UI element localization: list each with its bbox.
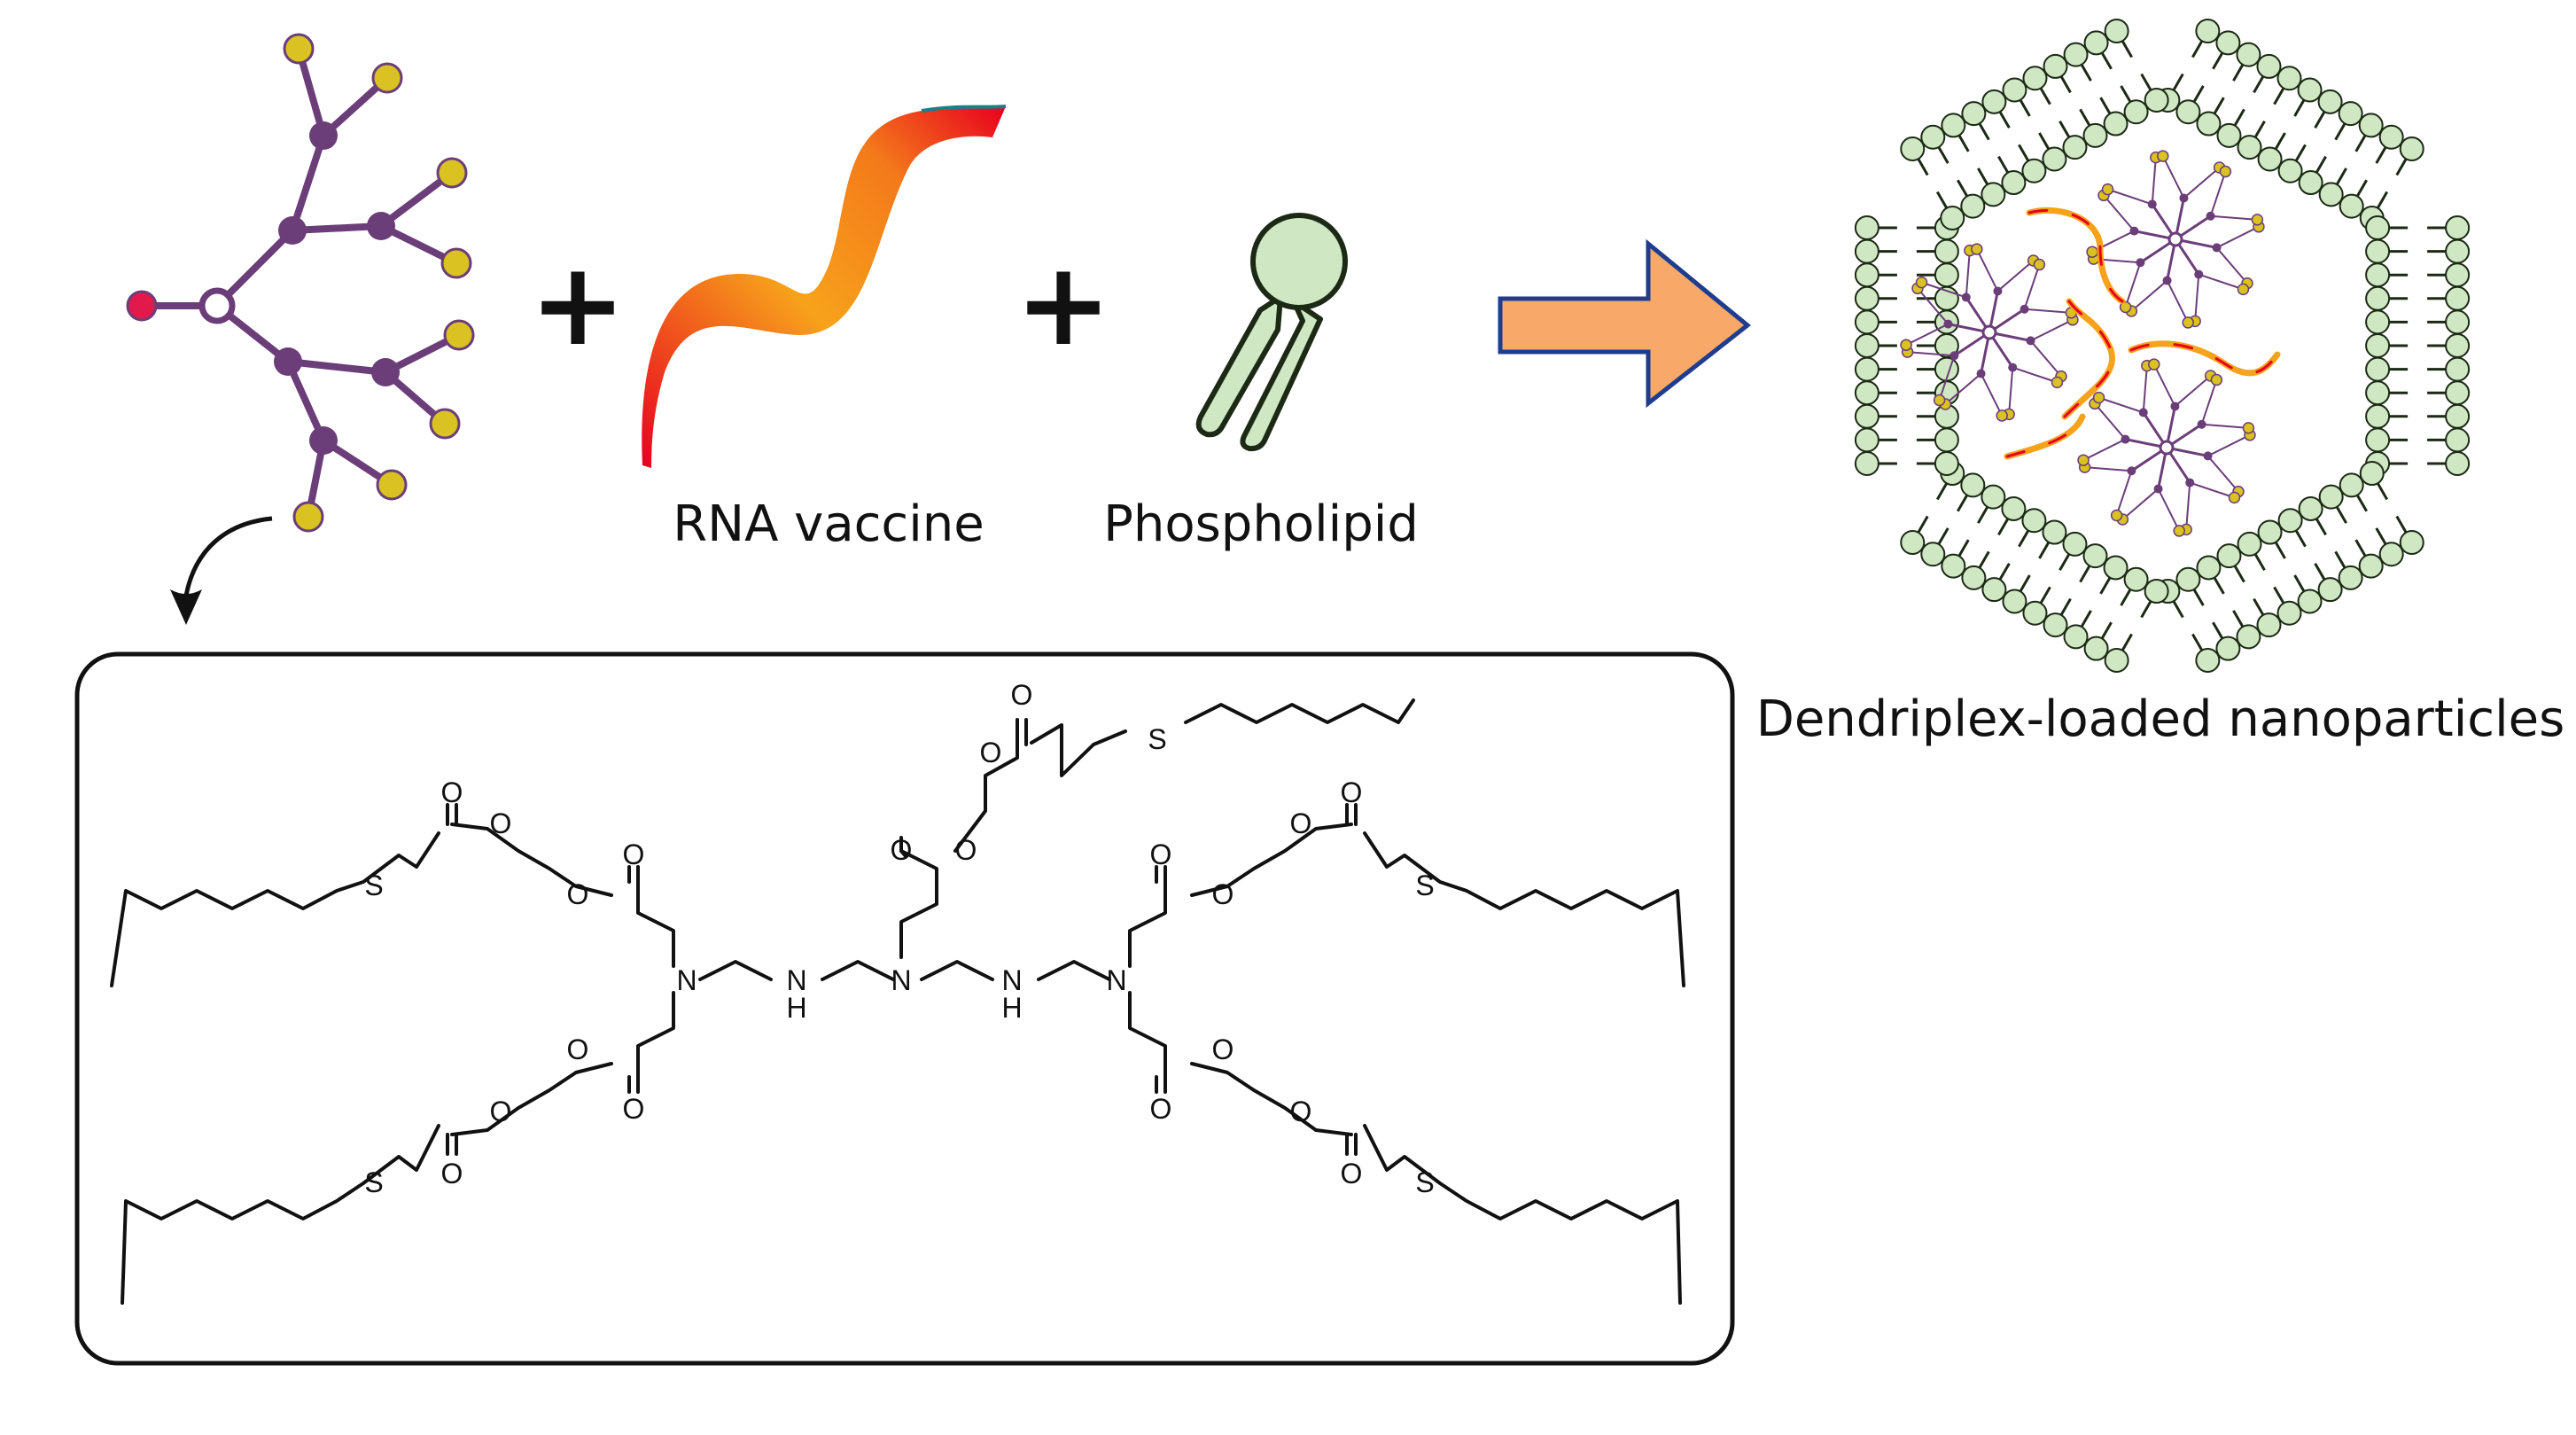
amine-nh-atom: N	[786, 964, 806, 996]
carbonyl-o-atom: O	[441, 1158, 463, 1189]
curved-arrow-icon	[170, 516, 273, 625]
amine-n-atom: N	[676, 964, 697, 996]
thioether-s-atom: S	[364, 870, 383, 901]
carbonyl-o-atom: O	[441, 776, 463, 808]
ester-o-atom: O	[1290, 1096, 1312, 1127]
thioether-s-atom: S	[1415, 1166, 1434, 1198]
amine-n-atom: N	[891, 964, 911, 996]
plus-sign: +	[530, 237, 626, 371]
ester-o-atom: O	[955, 834, 977, 866]
amine-h-atom: H	[786, 992, 806, 1024]
ester-o-atom: O	[567, 878, 589, 910]
ester-o-atom: O	[1212, 878, 1234, 910]
thioether-s-atom: S	[1148, 723, 1166, 755]
phospholipid-icon	[1195, 213, 1348, 452]
rna-vaccine-label: RNA vaccine	[673, 495, 984, 553]
thioether-s-atom: S	[364, 1166, 383, 1198]
structure-frame	[74, 651, 1735, 1366]
ester-o-atom: O	[567, 1033, 589, 1065]
amine-h-atom: H	[1001, 992, 1022, 1024]
dendrimer-icon	[126, 33, 475, 533]
rna-strand-icon	[642, 105, 1007, 468]
ester-o-atom: O	[490, 807, 512, 839]
ester-o-atom: O	[1212, 1033, 1234, 1065]
amine-nh-atom: N	[1001, 964, 1022, 996]
ester-o-atom: O	[1290, 807, 1312, 839]
ester-o-atom: O	[490, 1096, 512, 1127]
carbonyl-o-atom: O	[623, 1093, 645, 1125]
carbonyl-o-atom: O	[1011, 679, 1033, 711]
carbonyl-o-atom: O	[623, 838, 645, 870]
amine-n-atom: N	[1106, 964, 1126, 996]
phospholipid-label: Phospholipid	[1103, 495, 1419, 553]
carbonyl-o-atom: O	[1341, 1158, 1363, 1189]
ester-o-atom: O	[980, 737, 1002, 768]
carbonyl-o-atom: O	[1150, 1093, 1172, 1125]
carbonyl-o-atom: O	[1341, 776, 1363, 808]
plus-sign: +	[1016, 237, 1112, 371]
thioether-s-atom: S	[1415, 870, 1434, 901]
nanoparticle-label: Dendriplex-loaded nanoparticles	[1756, 690, 2565, 748]
reaction-arrow-icon	[1498, 238, 1751, 409]
nanoparticle-icon	[1854, 19, 2471, 673]
carbonyl-o-atom: O	[1150, 838, 1172, 870]
carbonyl-o-atom: O	[891, 834, 913, 866]
chemical-structure	[110, 698, 1685, 1305]
